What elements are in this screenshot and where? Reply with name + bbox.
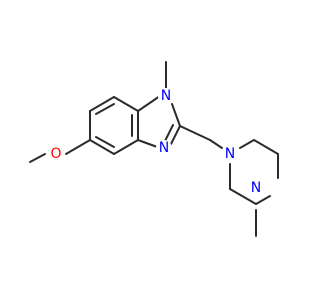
bond-n1-c2 [171, 103, 181, 127]
atom-label-piperazine-n4: N [251, 180, 261, 196]
bond-c3-c7a [113, 96, 139, 112]
atom-label-piperazine-n1: N [225, 146, 235, 162]
bond-np4-c5p [255, 195, 271, 205]
atom-piperazine-n1: N [222, 146, 238, 162]
atom-label-n1: N [161, 88, 171, 104]
bond-c4-c3 [89, 96, 115, 112]
atom-piperazine-n4: N [248, 180, 264, 196]
bond-np1-c2p [239, 139, 255, 149]
bond-c2-n3 [169, 125, 181, 147]
atom-imidazole-n3: N [156, 140, 172, 156]
bond-c3a-c6 [113, 139, 139, 155]
bond-double-c6-c5 [95, 136, 115, 148]
bond-ch2-np1 [209, 139, 223, 149]
bond-c2p-c3p [253, 139, 279, 155]
atom-layer: O N N N N [48, 88, 264, 196]
bond-methyl-o [29, 153, 46, 163]
bond-double-c2-n3 [163, 124, 174, 144]
bond-c6-c5 [89, 139, 115, 155]
molecule-structure-diagram: O N N N N [29, 61, 279, 237]
bond-o-c5 [65, 139, 91, 155]
atom-imidazole-n1: N [158, 88, 174, 104]
atom-label-n3: N [159, 140, 169, 156]
bond-c2-ch2 [179, 125, 211, 141]
bond-double-c4-c3 [95, 103, 115, 115]
bond-layer [29, 61, 279, 237]
atom-label-o: O [50, 146, 61, 162]
bond-c7a-n1 [137, 95, 161, 112]
atom-methoxy-oxygen: O [48, 146, 64, 162]
bond-c5p-c6p [229, 188, 257, 205]
